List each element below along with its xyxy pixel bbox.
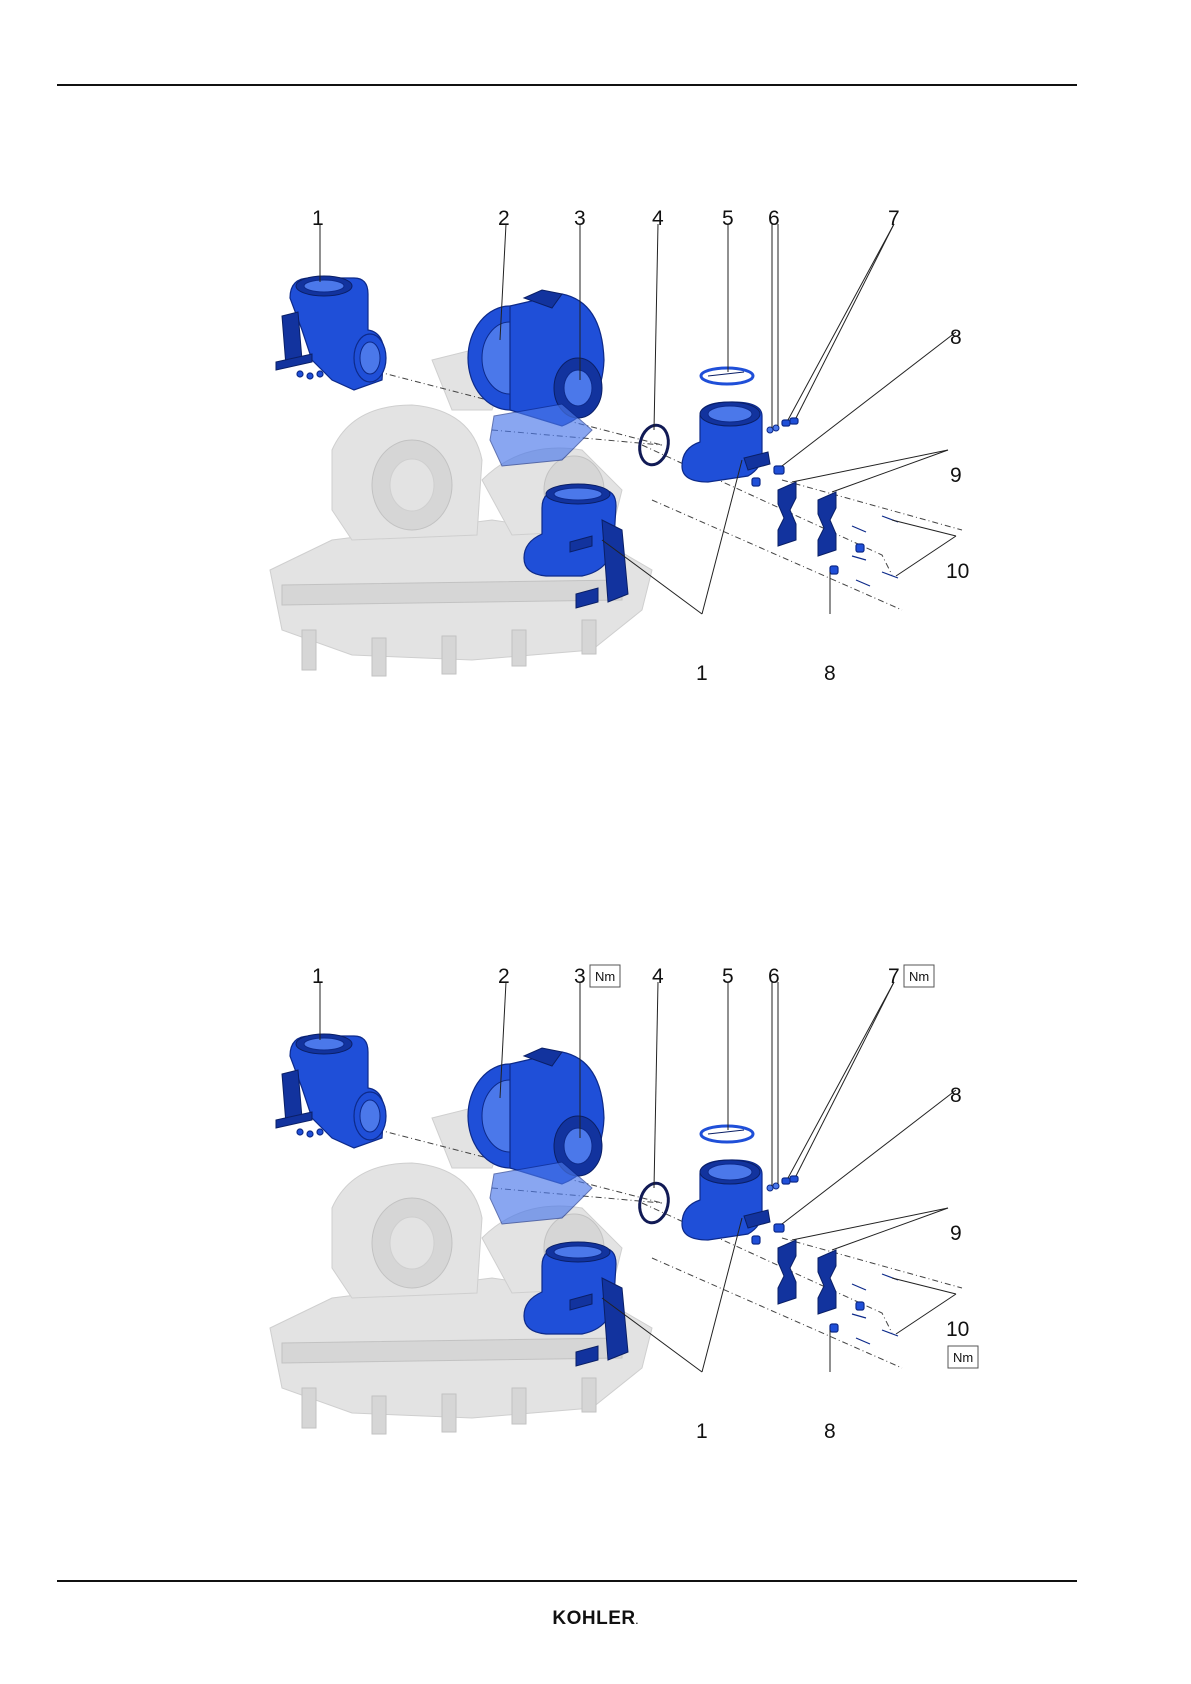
- callout-7: 7: [888, 207, 900, 230]
- part-1-housing-upper: [276, 276, 386, 390]
- callout-10: 10: [946, 560, 969, 583]
- part-10-bolts: [852, 1274, 898, 1344]
- callout-5: 5: [722, 207, 734, 230]
- torque-box-10: Nm: [948, 1346, 978, 1368]
- part-5-elbow-and-gasket: [682, 368, 770, 482]
- torque-box-3: Nm: [590, 965, 620, 987]
- callout-4: 4: [652, 207, 664, 230]
- kohler-logo-mark: .: [636, 1616, 639, 1626]
- callout-8-bottom: 8: [824, 1420, 836, 1443]
- callout-9: 9: [950, 464, 962, 487]
- callout-8-top: 8: [950, 1084, 962, 1107]
- callout-1-bottom: 1: [696, 1420, 708, 1443]
- part-2-turbocharger: [468, 1048, 604, 1224]
- header-rule: [57, 84, 1077, 86]
- exploded-view-figure-2: 1 2 3 Nm 4 5 6 7 Nm 8 9 10 Nm 1 8: [262, 948, 1080, 1463]
- callout-1-top: 1: [312, 965, 324, 988]
- torque-label-3: Nm: [595, 969, 615, 984]
- callout-1-top: 1: [312, 207, 324, 230]
- callout-9: 9: [950, 1222, 962, 1245]
- callout-1-bottom: 1: [696, 662, 708, 685]
- callout-8-top: 8: [950, 326, 962, 349]
- footer-rule: [57, 1580, 1077, 1582]
- part-2-turbocharger: [468, 290, 604, 466]
- part-5-elbow-and-gasket: [682, 1126, 770, 1240]
- callout-8-bottom: 8: [824, 662, 836, 685]
- callout-3: 3: [574, 207, 586, 230]
- callout-10: 10: [946, 1318, 969, 1341]
- part-1-housing-upper: [276, 1034, 386, 1148]
- callout-6: 6: [768, 207, 780, 230]
- torque-label-10: Nm: [953, 1350, 973, 1365]
- callout-7: 7: [888, 965, 900, 988]
- callout-5: 5: [722, 965, 734, 988]
- callout-6: 6: [768, 965, 780, 988]
- callout-2: 2: [498, 965, 510, 988]
- torque-box-7: Nm: [904, 965, 934, 987]
- part-9-brackets: [778, 482, 836, 556]
- part-10-bolts: [852, 516, 898, 586]
- callout-2: 2: [498, 207, 510, 230]
- exploded-view-figure-1: 1 2 3 4 5 6 7 8 9 10 1 8: [262, 190, 1080, 705]
- callout-4: 4: [652, 965, 664, 988]
- kohler-logo-text: KOHLER: [552, 1608, 635, 1629]
- exploded-view-drawing-2: 1 2 3 Nm 4 5 6 7 Nm 8 9 10 Nm 1 8: [262, 948, 1080, 1463]
- part-9-brackets: [778, 1240, 836, 1314]
- kohler-logo: KOHLER.: [0, 1608, 1191, 1630]
- torque-label-7: Nm: [909, 969, 929, 984]
- exploded-view-drawing-1: 1 2 3 4 5 6 7 8 9 10 1 8: [262, 190, 1080, 705]
- callout-3: 3: [574, 965, 586, 988]
